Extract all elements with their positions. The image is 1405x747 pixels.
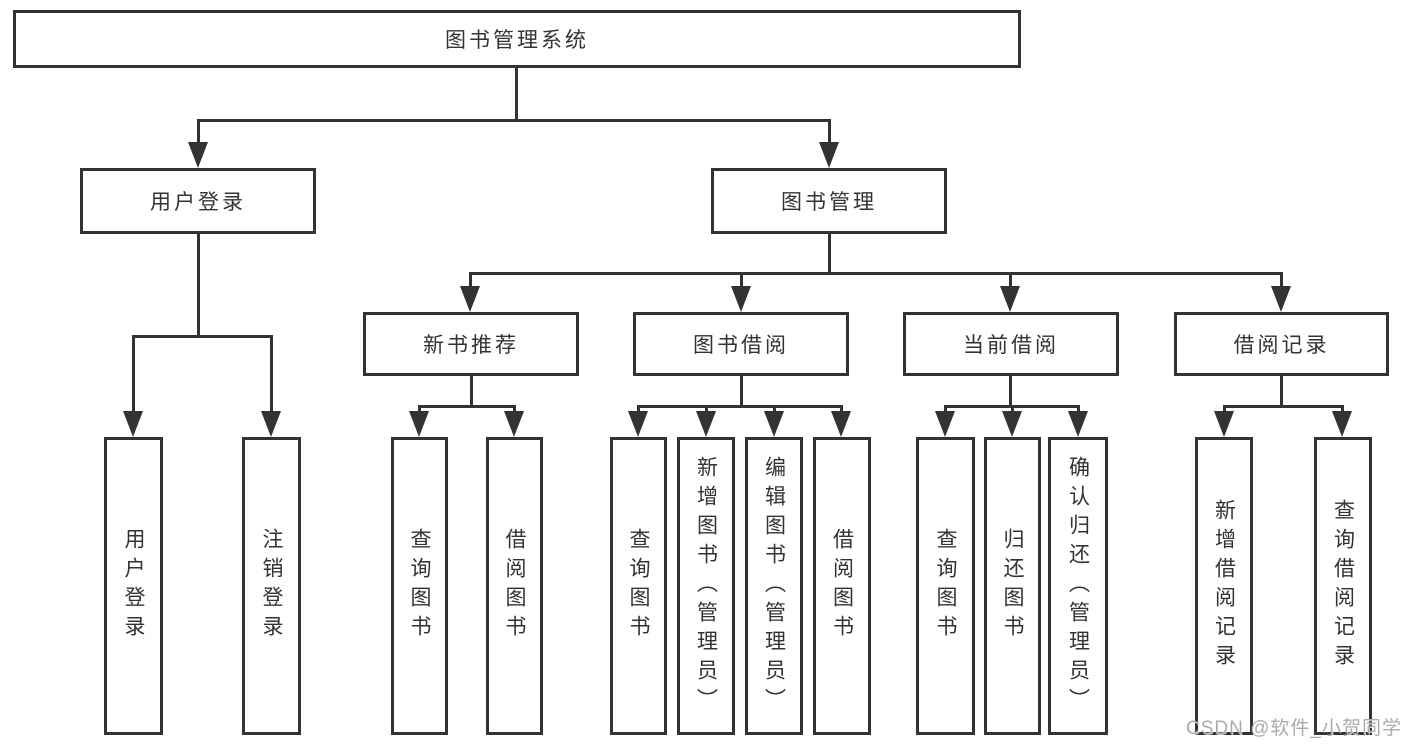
arrow-down-icon [1000,286,1020,312]
arrow-down-icon [764,411,784,437]
node-user-login-label: 用户登录 [150,191,246,214]
arrow-down-icon [1002,411,1022,437]
node-book-borrowing: 图书借阅 [633,312,849,376]
arrow-down-icon [935,411,955,437]
connector-line [740,374,743,408]
leaf-edit-book-admin: 编辑图书（管理员） [745,437,803,735]
node-book-borrowing-label: 图书借阅 [693,334,789,357]
leaf-confirm-return-admin: 确认归还（管理员） [1048,437,1108,735]
connector-line [740,272,743,290]
arrow-down-icon [628,411,648,437]
arrow-down-icon [123,411,143,437]
node-current-borrowing: 当前借阅 [903,312,1119,376]
leaf-add-book-admin: 新增图书（管理员） [677,437,735,735]
node-current-borrowing-label: 当前借阅 [963,334,1059,357]
connector-line [469,272,472,290]
connector-line [132,335,135,415]
leaf-return-books: 归还图书 [984,437,1041,735]
arrow-down-icon [261,411,281,437]
arrow-down-icon [1271,286,1291,312]
arrow-down-icon [188,142,208,168]
connector-line [197,119,200,149]
connector-line [828,232,831,274]
leaf-logout: 注销登录 [242,437,301,735]
connector-line [515,66,518,121]
leaf-user-login: 用户登录 [104,437,163,735]
connector-line [418,405,516,408]
leaf-query-books-borrowing: 查询图书 [610,437,667,735]
connector-line [828,119,831,149]
node-borrowing-records: 借阅记录 [1174,312,1389,376]
connector-line [1223,405,1344,408]
connector-line [1280,272,1283,290]
arrow-down-icon [731,286,751,312]
connector-line [1009,272,1012,290]
node-library-system: 图书管理系统 [13,10,1021,68]
node-library-system-label: 图书管理系统 [445,29,589,52]
node-book-management-label: 图书管理 [781,191,877,214]
arrow-down-icon [831,411,851,437]
connector-line [197,232,200,337]
connector-line [637,405,843,408]
node-new-book-recommendation-label: 新书推荐 [423,334,519,357]
arrow-down-icon [819,142,839,168]
connector-line [132,335,273,338]
arrow-down-icon [504,411,524,437]
leaf-query-books-recommend: 查询图书 [391,437,448,735]
watermark: CSDN @软件_小贺同学 [1186,718,1402,739]
connector-line [270,335,273,415]
leaf-query-borrow-record: 查询借阅记录 [1314,437,1372,735]
leaf-query-books-current: 查询图书 [916,437,975,735]
connector-line [1009,374,1012,408]
arrow-down-icon [1332,411,1352,437]
leaf-add-borrow-record: 新增借阅记录 [1195,437,1253,735]
arrow-down-icon [1214,411,1234,437]
connector-line [1280,374,1283,408]
connector-line [469,272,1283,275]
node-borrowing-records-label: 借阅记录 [1233,334,1330,357]
connector-line [197,119,831,122]
leaf-borrow-books-recommend: 借阅图书 [486,437,543,735]
connector-line [470,374,473,408]
arrow-down-icon [696,411,716,437]
arrow-down-icon [1068,411,1088,437]
arrow-down-icon [460,286,480,312]
node-new-book-recommendation: 新书推荐 [363,312,579,376]
node-book-management: 图书管理 [711,168,947,234]
leaf-borrow-books-borrowing: 借阅图书 [813,437,871,735]
arrow-down-icon [409,411,429,437]
node-user-login: 用户登录 [80,168,316,234]
